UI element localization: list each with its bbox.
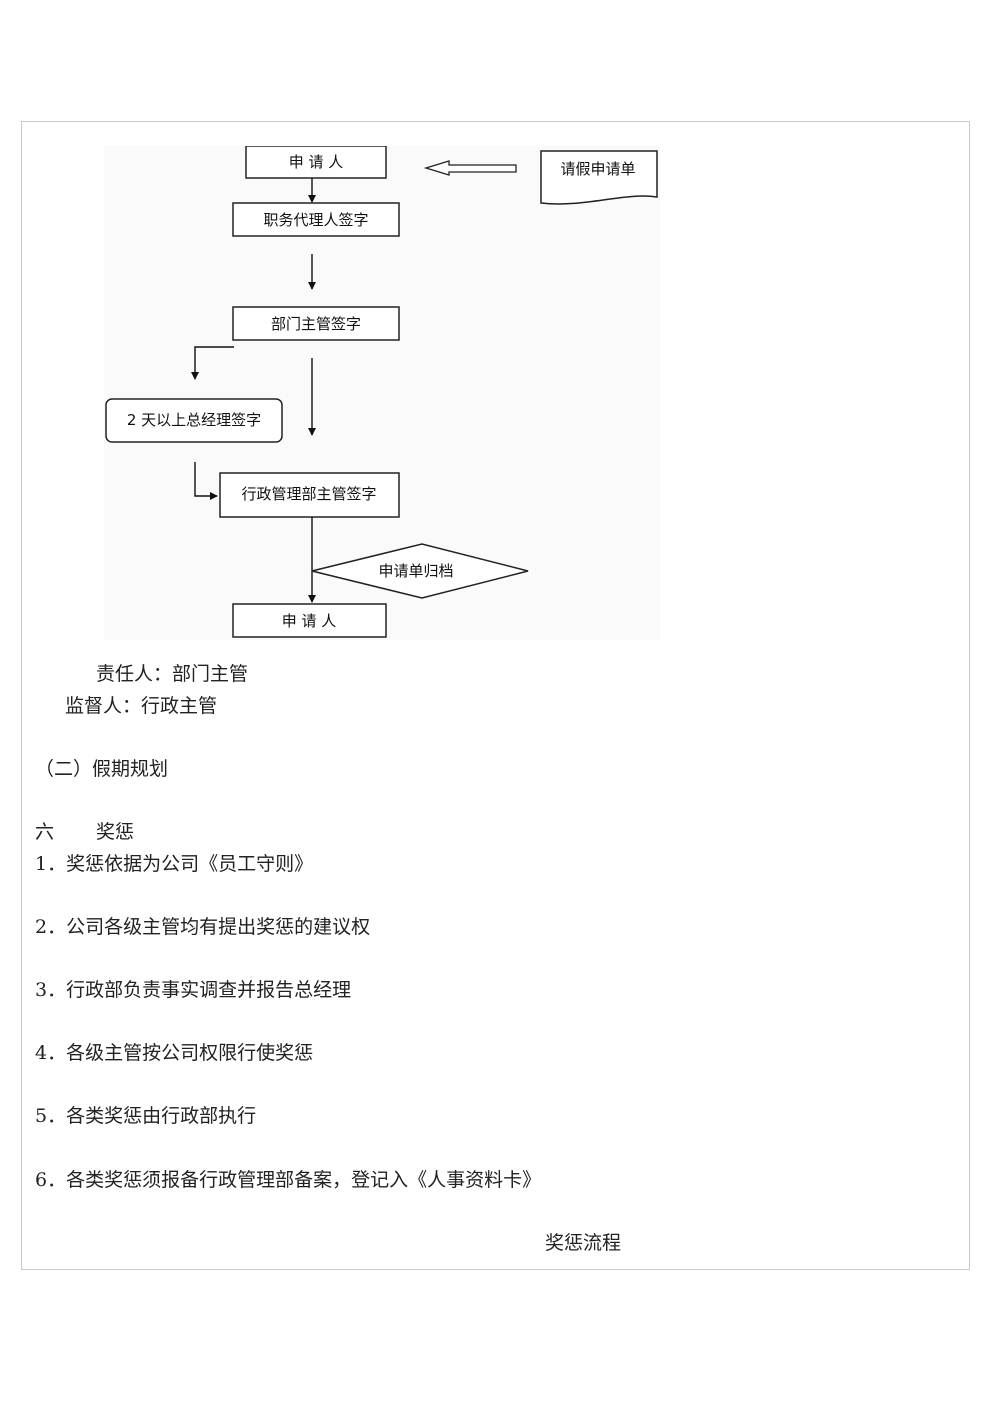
agent-sign-box (232, 202, 400, 237)
gm-sign-box (105, 398, 283, 443)
arrow-dept-to-gm (191, 346, 234, 380)
supervisor-person: 监督人：行政主管 (65, 695, 218, 717)
responsible-person: 责任人：部门主管 (96, 663, 249, 685)
list-item: 3．行政部负责事实调查并报告总经理 (35, 979, 352, 1001)
agent-sign-label: 职务代理人签字 (263, 211, 368, 229)
list-item: 2．公司各级主管均有提出奖惩的建议权 (35, 916, 371, 938)
dept-sign-label: 部门主管签字 (271, 315, 361, 333)
section-six-title: 奖惩 (96, 821, 135, 843)
list-item: 1．奖惩依据为公司《员工守则》 (35, 853, 314, 875)
arrow-gm-to-admin (194, 462, 218, 500)
leave-form-shape (540, 150, 658, 205)
leave-form-label: 请假申请单 (560, 160, 635, 178)
list-item: 6．各类奖惩须报备行政管理部备案，登记入《人事资料卡》 (35, 1169, 542, 1191)
gm-sign-label: 2 天以上总经理签字 (127, 411, 261, 429)
applicant-top-label: 申 请 人 (289, 153, 344, 171)
archive-label: 申请单归档 (378, 562, 453, 580)
form-arrow (423, 160, 517, 176)
admin-sign-box (219, 472, 400, 518)
list-item: 4．各级主管按公司权限行使奖惩 (35, 1042, 314, 1064)
list-item: 5．各类奖惩由行政部执行 (35, 1105, 257, 1127)
content-frame (21, 121, 970, 1270)
dept-sign-box (232, 306, 400, 341)
leave-flowchart: 申 请 人 请假申请单 职务代理人签字 部门主管签字 2 天以上总经理签字 行政… (104, 146, 660, 640)
section-two-heading: （二）假期规划 (35, 758, 169, 780)
admin-sign-label: 行政管理部主管签字 (241, 485, 376, 503)
reward-flow-title: 奖惩流程 (545, 1232, 622, 1254)
archive-diamond (311, 543, 529, 599)
applicant-bottom-box (232, 603, 387, 638)
flowchart-svg: 申 请 人 请假申请单 职务代理人签字 部门主管签字 2 天以上总经理签字 行政… (105, 146, 658, 638)
applicant-top-box (245, 146, 387, 179)
section-six-number: 六 (35, 821, 55, 843)
applicant-bottom-label: 申 请 人 (282, 612, 337, 630)
